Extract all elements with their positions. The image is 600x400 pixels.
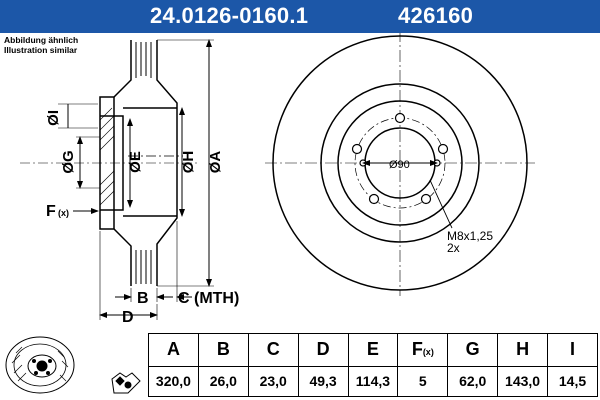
spec-header-f-sub: (x): [422, 347, 434, 358]
spec-header-a: A: [148, 333, 199, 367]
spec-header-e: E: [347, 333, 399, 367]
side-dimensions: [58, 39, 214, 320]
spec-value-h: 143,0: [497, 365, 548, 398]
label-f-sub: (x): [58, 208, 69, 218]
label-d: D: [122, 309, 134, 326]
spec-header-d: D: [297, 333, 349, 367]
label-g: ØG: [60, 150, 77, 173]
label-f: F: [46, 203, 56, 220]
spec-header-h: H: [497, 333, 548, 367]
spec-value-e: 114,3: [347, 365, 399, 398]
caption-english: Illustration similar: [4, 45, 78, 55]
spec-header-row: A B C D E F(x) G H I: [148, 333, 598, 367]
spec-value-i: 14,5: [547, 365, 598, 398]
part-number: 24.0126-0160.1: [150, 3, 309, 28]
label-pcd: Ø90: [389, 159, 410, 171]
spec-value-d: 49,3: [297, 365, 349, 398]
spec-header-f: F(x): [397, 333, 449, 367]
label-thread-count: 2x: [447, 241, 460, 255]
label-e: ØE: [127, 151, 144, 173]
label-thread: M8x1,25: [447, 229, 493, 243]
spec-header-f-letter: F: [411, 339, 423, 360]
vent-vanes-bottom: [135, 250, 152, 284]
front-dimensions: [362, 160, 453, 229]
label-h: ØH: [180, 151, 197, 174]
spec-value-g: 62,0: [447, 365, 499, 398]
bolt-holes: [351, 112, 449, 205]
illustration-caption: Abbildung ähnlich Illustration similar: [4, 35, 78, 55]
spec-value-b: 26,0: [197, 365, 249, 398]
disc-outline-right: [156, 40, 178, 286]
side-section-view: [20, 40, 200, 286]
spec-value-a: 320,0: [148, 365, 199, 398]
spec-header-i: I: [547, 333, 598, 367]
spec-header-c: C: [247, 333, 299, 367]
technical-drawing: ØI ØG ØE ØH ØA F (x) B C (MTH) D Ø90 M8x…: [20, 33, 535, 326]
spec-value-f: 5: [397, 365, 449, 398]
spec-table: A B C D E F(x) G H I 320,0 26,0 23,0 49,…: [148, 333, 598, 398]
label-b: B: [137, 290, 149, 307]
spec-value-row: 320,0 26,0 23,0 49,3 114,3 5 62,0 143,0 …: [148, 365, 598, 398]
caption-german: Abbildung ähnlich: [4, 35, 79, 45]
spec-header-g: G: [447, 333, 499, 367]
label-a: ØA: [207, 151, 224, 174]
header-bar: 24.0126-0160.1 426160: [0, 0, 600, 33]
reference-number: 426160: [398, 3, 474, 28]
disc-thumbnail: [5, 336, 141, 394]
vent-vanes-top: [135, 42, 152, 78]
label-i: ØI: [45, 110, 62, 126]
spec-header-b: B: [197, 333, 249, 367]
label-c: C (MTH): [178, 290, 239, 307]
spec-value-c: 23,0: [247, 365, 299, 398]
